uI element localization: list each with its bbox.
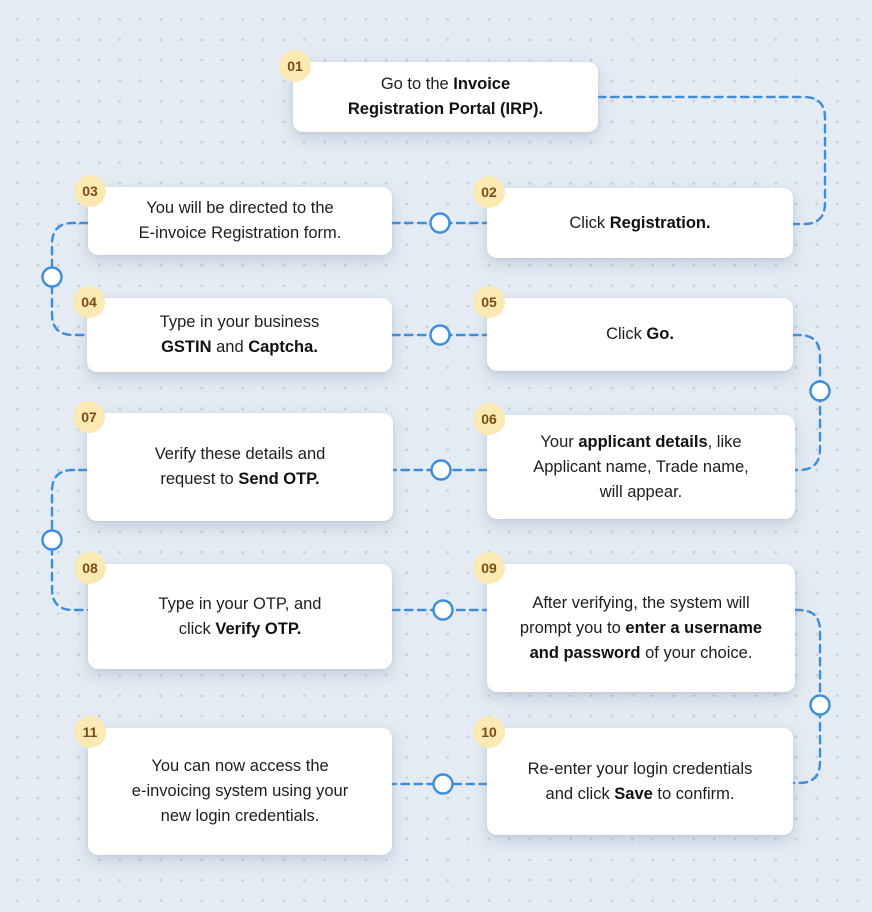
connector-node <box>809 380 831 402</box>
step-badge-02: 02 <box>473 176 505 208</box>
step-text-05: Click Go. <box>606 325 674 343</box>
step-badge-09: 09 <box>473 552 505 584</box>
step-text-02: Click Registration. <box>569 213 711 232</box>
step-number-05: 05 <box>481 294 497 310</box>
step-card-05: Click Go. <box>487 298 793 371</box>
step-number-10: 10 <box>481 724 497 740</box>
step-number-11: 11 <box>82 724 98 740</box>
step-badge-07: 07 <box>73 401 105 433</box>
connector-node <box>41 266 63 288</box>
connector-node <box>432 773 454 795</box>
step-number-06: 06 <box>481 411 497 427</box>
connector-node <box>809 694 831 716</box>
connector-node <box>429 324 451 346</box>
step-badge-04: 04 <box>73 286 105 318</box>
connector-node <box>430 459 452 481</box>
step-badge-08: 08 <box>74 552 106 584</box>
step-badge-10: 10 <box>473 716 505 748</box>
step-badge-05: 05 <box>473 286 505 318</box>
step-badge-11: 11 <box>74 716 106 748</box>
step-number-07: 07 <box>81 409 97 425</box>
step-number-02: 02 <box>481 184 497 200</box>
connector-node <box>429 212 451 234</box>
step-number-01: 01 <box>287 58 303 74</box>
step-number-03: 03 <box>82 183 98 199</box>
connector-node <box>432 599 454 621</box>
step-number-04: 04 <box>81 294 97 310</box>
step-card-02: Click Registration. <box>487 188 793 258</box>
connector-step5-step6 <box>791 333 822 472</box>
step-badge-01: 01 <box>279 50 311 82</box>
step-number-09: 09 <box>481 560 497 576</box>
step-badge-03: 03 <box>74 175 106 207</box>
step-number-08: 08 <box>82 560 98 576</box>
connector-node <box>41 529 63 551</box>
connector-step1-step2 <box>596 95 827 226</box>
step-badge-06: 06 <box>473 403 505 435</box>
